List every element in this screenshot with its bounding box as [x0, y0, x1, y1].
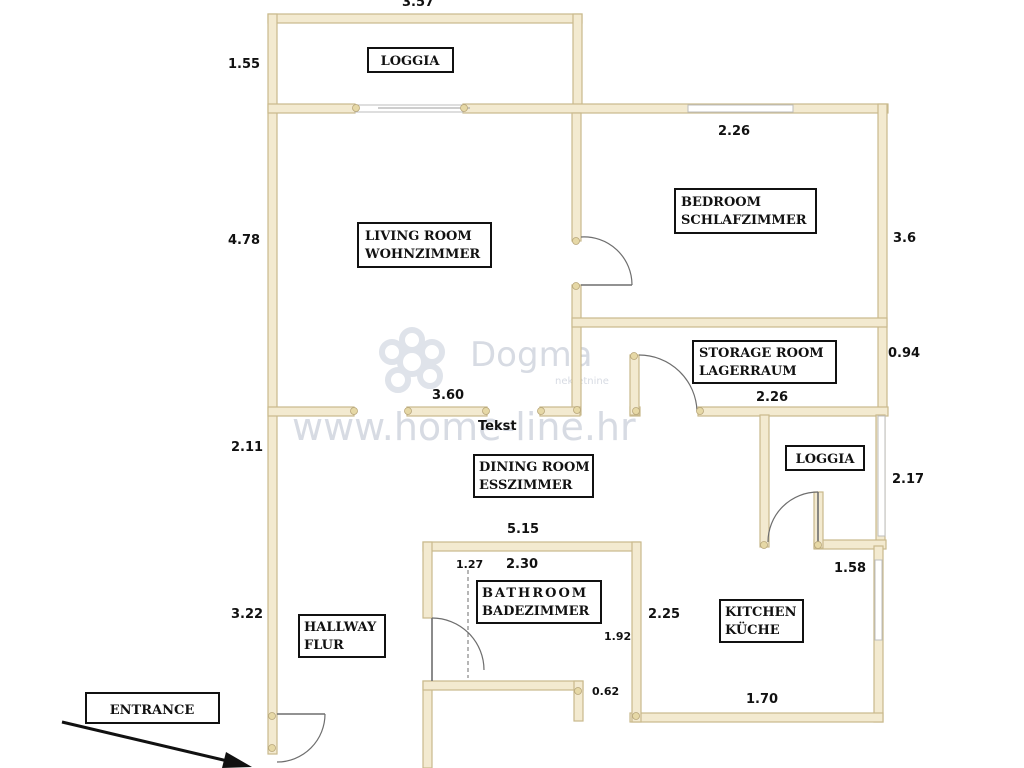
svg-text:SCHLAFZIMMER: SCHLAFZIMMER [681, 213, 807, 228]
dim-0-62: 0.62 [592, 685, 619, 698]
door-bathroom [431, 570, 485, 681]
svg-text:LIVING ROOM: LIVING ROOM [365, 229, 472, 244]
svg-text:KÜCHE: KÜCHE [725, 621, 780, 638]
svg-text:FLUR: FLUR [304, 638, 344, 653]
loggia-window [877, 415, 886, 537]
door-loggia [760, 491, 822, 549]
svg-text:LOGGIA: LOGGIA [381, 54, 441, 69]
svg-text:ESSZIMMER: ESSZIMMER [479, 478, 573, 493]
room-label-living: LIVING ROOM WOHNZIMMER [357, 222, 492, 268]
svg-text:BATHROOM: BATHROOM [482, 586, 588, 601]
room-label-bedroom: BEDROOM SCHLAFZIMMER [674, 188, 817, 234]
dim-top: 3.57 [402, 0, 434, 10]
dim-loggia-h: 1.55 [228, 57, 260, 72]
kitchen-window [874, 559, 883, 641]
room-label-hallway: HALLWAY FLUR [298, 614, 386, 658]
entrance-arrow-icon [61, 720, 252, 768]
room-label-loggia-right: LOGGIA [785, 445, 865, 471]
svg-text:STORAGE ROOM: STORAGE ROOM [699, 346, 824, 361]
door-bedroom [572, 236, 633, 290]
door-storage [630, 352, 698, 412]
svg-text:KITCHEN: KITCHEN [725, 605, 797, 620]
dim-storage-w: 2.26 [756, 390, 788, 405]
dim-bed-w: 2.26 [718, 124, 750, 139]
svg-text:WOHNZIMMER: WOHNZIMMER [364, 247, 480, 262]
room-label-dining: DINING ROOM ESSZIMMER [473, 454, 594, 498]
svg-text:ENTRANCE: ENTRANCE [110, 703, 195, 718]
windows [354, 104, 886, 641]
dim-living-h: 4.78 [228, 233, 260, 248]
svg-text:HALLWAY: HALLWAY [304, 620, 377, 635]
watermark-tagline: nekretnine [555, 376, 609, 387]
dim-bed-h: 3.6 [893, 231, 916, 246]
dim-living-w: 3.60 [432, 388, 464, 403]
doors [268, 104, 822, 763]
room-label-bathroom: BATHROOM BADEZIMMER [476, 580, 602, 624]
dim-hall-h: 3.22 [231, 607, 263, 622]
svg-text:LOGGIA: LOGGIA [796, 452, 856, 467]
svg-text:DINING ROOM: DINING ROOM [479, 460, 590, 475]
dim-kitchen-w: 1.58 [834, 561, 866, 576]
dim-1-92: 1.92 [604, 630, 631, 643]
dim-1-27: 1.27 [456, 558, 483, 571]
dim-loggia2-h: 2.17 [892, 472, 924, 487]
room-label-kitchen: KITCHEN KÜCHE [719, 599, 804, 643]
dim-storage-h: 0.94 [888, 346, 920, 361]
room-label-loggia-top: LOGGIA [367, 47, 454, 73]
svg-text:LAGERRAUM: LAGERRAUM [699, 364, 797, 379]
dim-hall-w: 5.15 [507, 522, 539, 537]
room-label-storage: STORAGE ROOM LAGERRAUM [692, 340, 837, 384]
dim-2-30: 2.30 [506, 557, 538, 572]
flower-logo-icon [379, 327, 445, 393]
dimension-labels: 3.57 1.55 2.26 4.78 3.6 0.94 3.60 2.26 T… [228, 0, 924, 707]
room-label-entrance: ENTRANCE [85, 692, 220, 724]
dim-1-70: 1.70 [746, 692, 778, 707]
svg-text:BADEZIMMER: BADEZIMMER [482, 604, 590, 619]
text-marker: Tekst [478, 419, 517, 434]
door-entrance [268, 712, 326, 763]
bedroom-window [687, 104, 794, 113]
dim-2-25: 2.25 [648, 607, 680, 622]
svg-text:BEDROOM: BEDROOM [681, 195, 761, 210]
dim-dining-h: 2.11 [231, 440, 263, 455]
